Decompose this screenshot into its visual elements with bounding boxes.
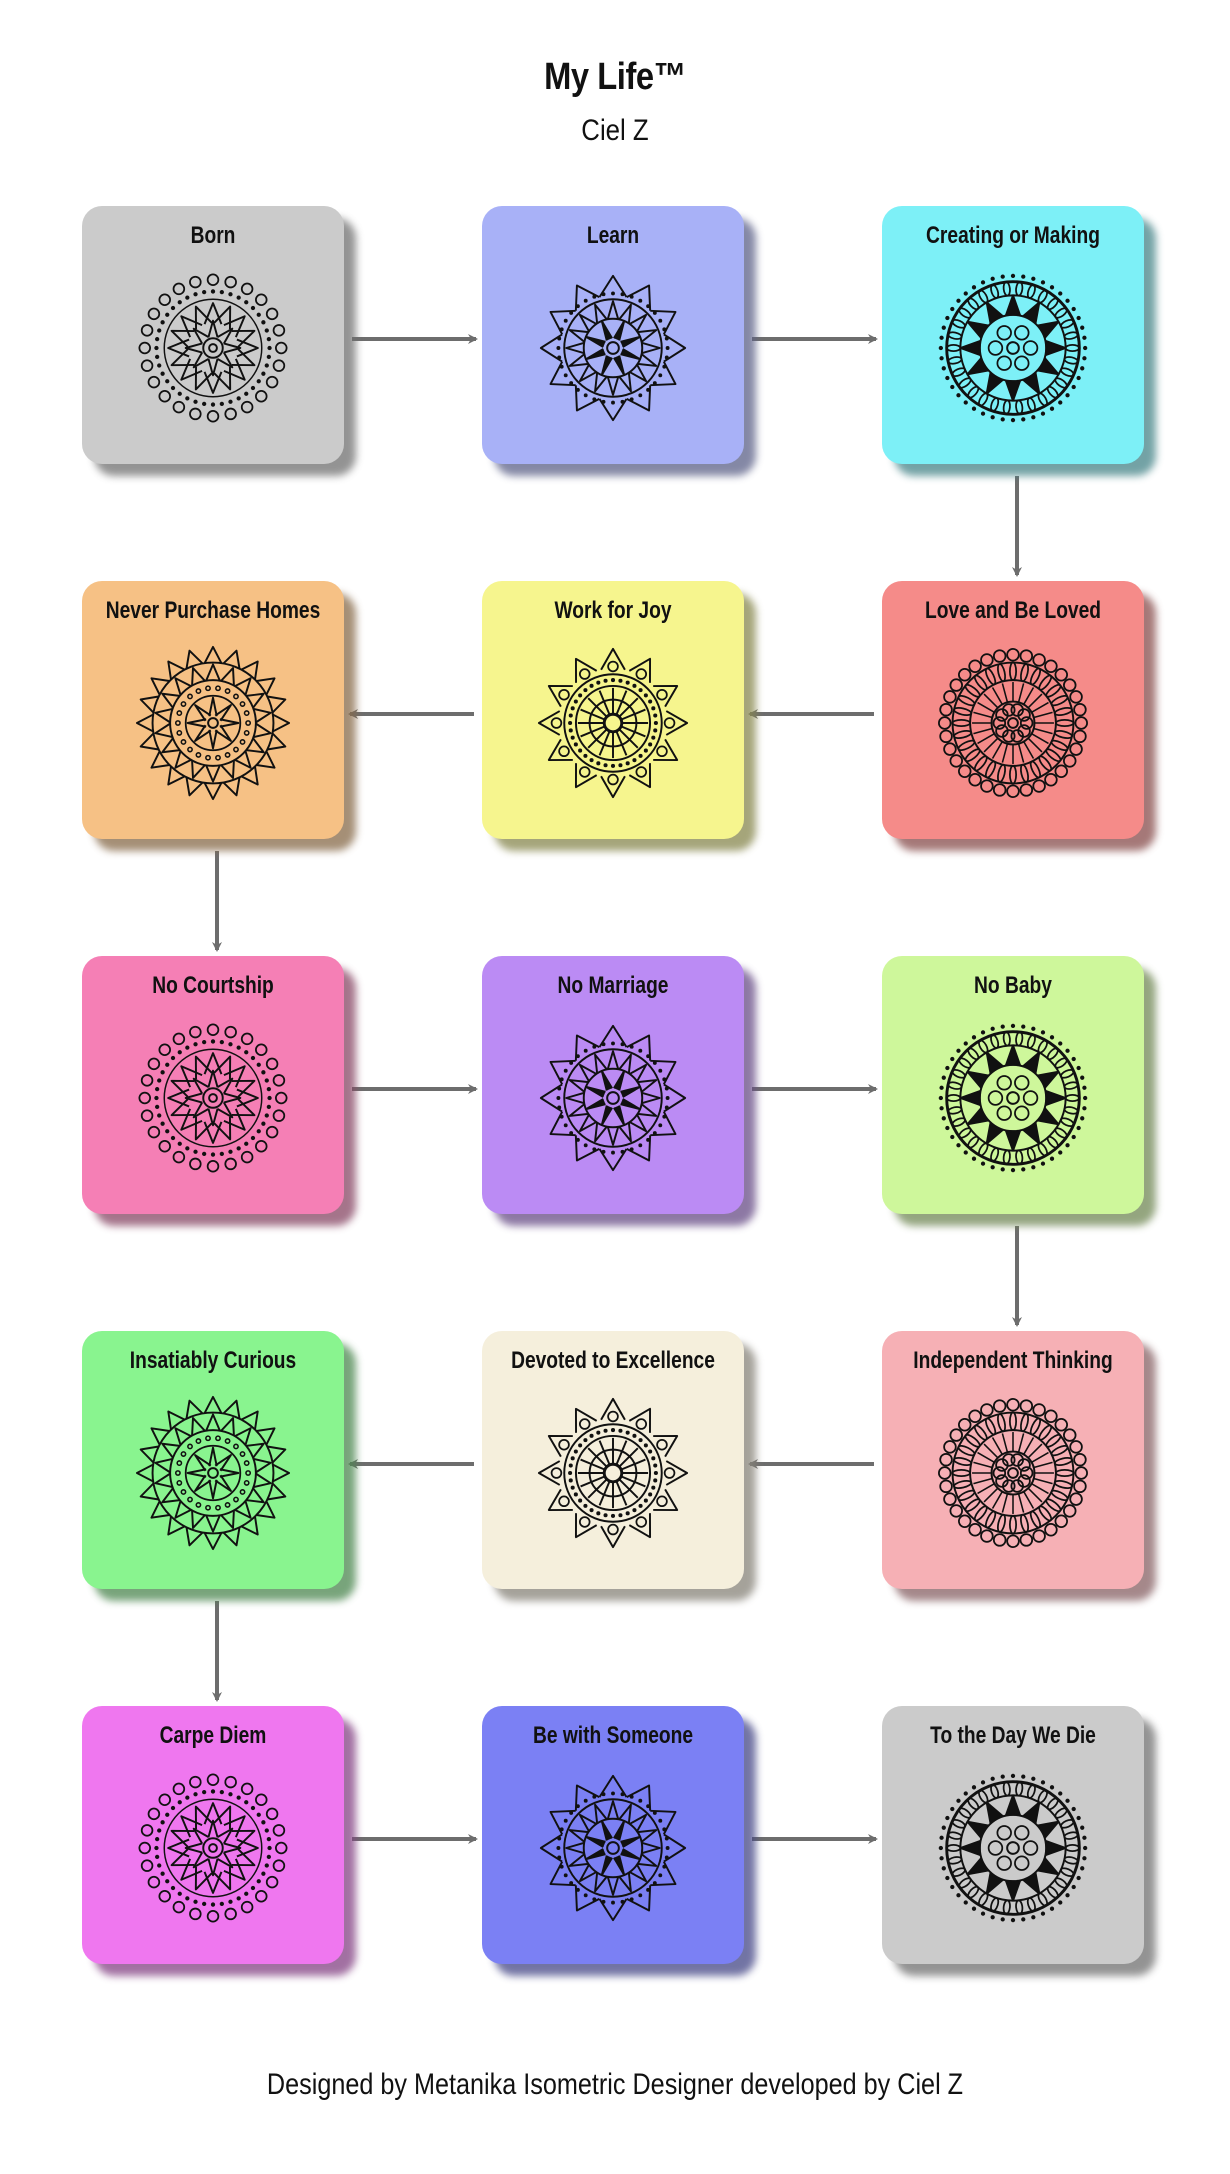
step-card: To the Day We Die	[882, 1706, 1144, 1964]
step-label: Love and Be Loved	[924, 597, 1102, 624]
step-card: Devoted to Excellence	[482, 1331, 744, 1589]
step-card: Independent Thinking	[882, 1331, 1144, 1589]
page-title: My Life™	[544, 56, 686, 98]
mandala-sun-icon	[938, 1023, 1088, 1173]
step-label: Learn	[586, 222, 640, 249]
step-label: No Courtship	[152, 972, 274, 999]
step-card: Never Purchase Homes	[82, 581, 344, 839]
mandala-lace-icon	[938, 1398, 1088, 1548]
step-label: No Baby	[974, 972, 1052, 999]
step-card: Born	[82, 206, 344, 464]
step-label: Creating or Making	[926, 222, 1100, 249]
mandala-flower-icon	[138, 1773, 288, 1923]
step-label: Be with Someone	[532, 1722, 694, 1749]
step-label: Independent Thinking	[913, 1347, 1113, 1374]
step-card: Work for Joy	[482, 581, 744, 839]
mandala-flower-icon	[138, 1023, 288, 1173]
step-label: Insatiably Curious	[129, 1347, 297, 1374]
step-card: No Baby	[882, 956, 1144, 1214]
flow-arrows	[212, 334, 1022, 1844]
mandala-flower-icon	[138, 273, 288, 423]
step-label: Never Purchase Homes	[105, 597, 321, 624]
mandala-star-icon	[539, 1024, 687, 1172]
mandala-lace-icon	[938, 648, 1088, 798]
step-card: Love and Be Loved	[882, 581, 1144, 839]
mandala-star-icon	[539, 1774, 687, 1922]
mandala-star-icon	[539, 274, 687, 422]
step-label: Carpe Diem	[159, 1722, 267, 1749]
footer-credit: Designed by Metanika Isometric Designer …	[266, 2068, 964, 2101]
step-card: Carpe Diem	[82, 1706, 344, 1964]
mandala-sun-icon	[938, 1773, 1088, 1923]
step-label: Devoted to Excellence	[511, 1347, 715, 1374]
step-card: No Courtship	[82, 956, 344, 1214]
step-label: To the Day We Die	[930, 1722, 1096, 1749]
mandala-sun-icon	[938, 273, 1088, 423]
step-card: No Marriage	[482, 956, 744, 1214]
step-card: Creating or Making	[882, 206, 1144, 464]
step-card: Learn	[482, 206, 744, 464]
step-label: Born	[190, 222, 236, 249]
mandala-wheel-icon	[537, 647, 689, 799]
mandala-spiral-icon	[135, 1395, 291, 1551]
step-card: Be with Someone	[482, 1706, 744, 1964]
mandala-spiral-icon	[135, 645, 291, 801]
mandala-wheel-icon	[537, 1397, 689, 1549]
page-subtitle: Ciel Z	[581, 114, 649, 147]
step-label: No Marriage	[557, 972, 669, 999]
step-card: Insatiably Curious	[82, 1331, 344, 1589]
step-label: Work for Joy	[554, 597, 672, 624]
